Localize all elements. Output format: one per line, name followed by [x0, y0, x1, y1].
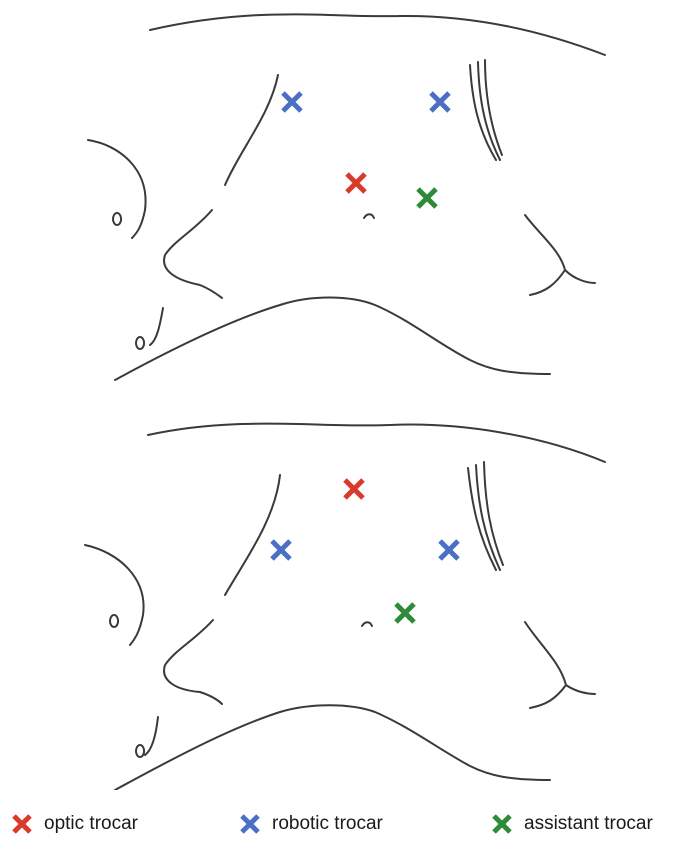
bottom-optic-trocar	[345, 480, 363, 498]
bottom-assistant-trocar	[396, 604, 414, 622]
top-panel	[88, 14, 605, 380]
top-optic-trocar	[347, 174, 365, 192]
top-robotic-trocar-right	[431, 93, 449, 111]
top-panel-arm-line-lower	[164, 210, 222, 298]
bottom-panel-ear	[110, 615, 118, 627]
top-panel-ear	[113, 213, 121, 225]
top-panel-leg-outline	[115, 298, 550, 381]
top-panel-right-groin	[525, 215, 595, 295]
top-panel-head-curve	[88, 140, 146, 238]
top-panel-knee	[136, 337, 144, 349]
bottom-panel-back-outline	[148, 424, 605, 462]
bottom-panel-right-groin	[525, 622, 595, 708]
bottom-panel-leg-outline	[115, 705, 550, 790]
trocar-placement-diagram	[0, 0, 674, 790]
legend-label-assistant: assistant trocar	[524, 813, 653, 835]
legend-item-optic: optic trocar	[10, 812, 138, 836]
bottom-panel-lower-curve	[145, 717, 158, 755]
bottom-robotic-trocar-right	[440, 541, 458, 559]
top-robotic-trocar-left	[283, 93, 301, 111]
legend-label-optic: optic trocar	[44, 813, 138, 835]
x-mark-icon	[10, 812, 34, 836]
bottom-panel	[85, 424, 605, 790]
top-panel-side-line-3	[485, 60, 502, 155]
x-mark-icon	[490, 812, 514, 836]
bottom-panel-arm-line-lower	[164, 620, 222, 704]
top-panel-navel	[364, 214, 374, 218]
legend-item-assistant: assistant trocar	[490, 812, 653, 836]
x-mark-icon	[238, 812, 262, 836]
top-panel-lower-curve	[150, 308, 163, 345]
bottom-panel-knee	[136, 745, 144, 757]
legend: optic trocar robotic trocar assistant tr…	[0, 812, 674, 852]
top-assistant-trocar	[418, 189, 436, 207]
bottom-robotic-trocar-left	[272, 541, 290, 559]
legend-label-robotic: robotic trocar	[272, 813, 383, 835]
top-panel-arm-line	[225, 75, 278, 185]
bottom-panel-navel	[362, 622, 372, 626]
bottom-panel-head-curve	[85, 545, 144, 645]
bottom-panel-arm-line	[225, 475, 280, 595]
legend-item-robotic: robotic trocar	[238, 812, 383, 836]
top-panel-back-outline	[150, 14, 605, 55]
